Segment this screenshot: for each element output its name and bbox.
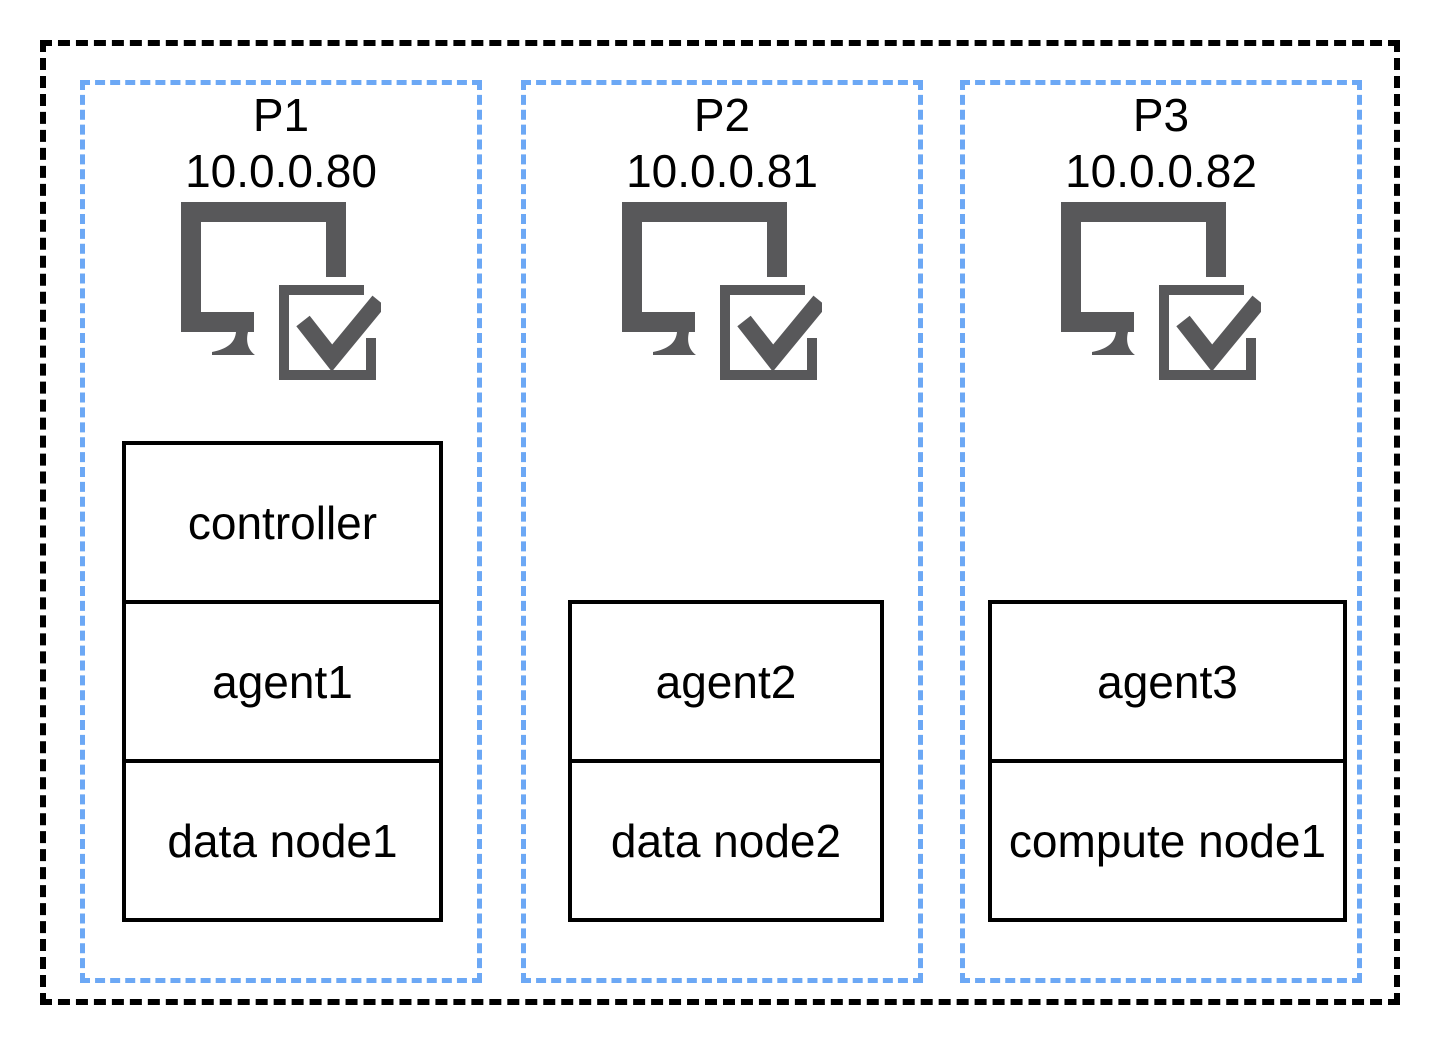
monitor-check-icon	[622, 202, 822, 380]
machine-name: P2	[693, 89, 751, 141]
machine-p1: P1 10.0.0.80 controller agent1 data node…	[80, 80, 482, 983]
node-stack: agent2 data node2	[568, 600, 884, 922]
machine-ip: 10.0.0.80	[185, 145, 377, 197]
node-cell-agent3: agent3	[1097, 655, 1238, 708]
node-cell-data-node2: data node2	[572, 759, 880, 918]
node-stack: agent3 compute node1	[988, 600, 1347, 922]
machine-ip: 10.0.0.81	[626, 145, 818, 197]
cluster-boundary: P1 10.0.0.80 controller agent1 data node…	[40, 40, 1400, 1005]
node-stack: controller agent1 data node1	[122, 441, 443, 922]
node-cell-agent2: agent2	[655, 655, 797, 708]
machine-name: P3	[1132, 89, 1190, 141]
machine-name: P1	[252, 89, 310, 141]
node-cell-data-node1: data node1	[126, 759, 439, 918]
monitor-check-icon	[181, 202, 381, 380]
node-cell-controller: controller	[187, 496, 378, 549]
machine-p2: P2 10.0.0.81 agent2 data node2	[521, 80, 923, 983]
monitor-check-icon	[1061, 202, 1261, 380]
machine-ip: 10.0.0.82	[1065, 145, 1257, 197]
node-cell-compute-node1: compute node1	[992, 759, 1343, 918]
node-cell-agent1: agent1	[126, 600, 439, 759]
machine-p3: P3 10.0.0.82 agent3 compute node1	[960, 80, 1362, 983]
